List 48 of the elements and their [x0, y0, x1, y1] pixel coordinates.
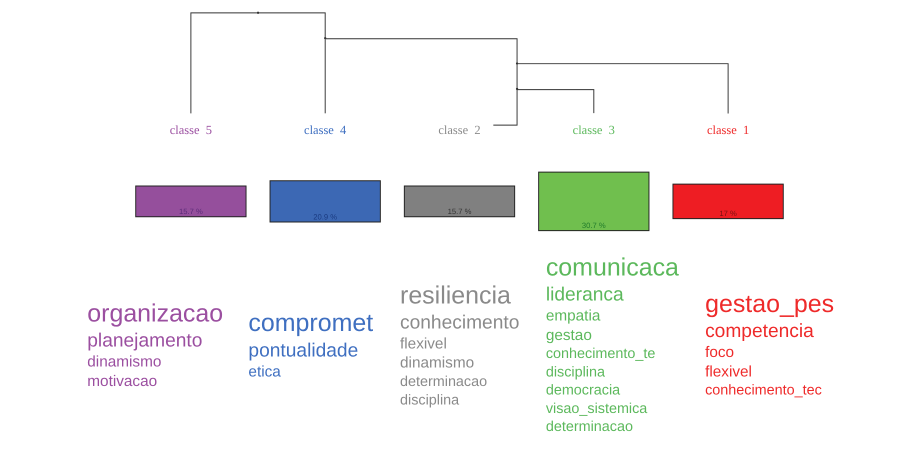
node-label: determinacao [546, 419, 633, 436]
node-label: organizacao [87, 300, 224, 328]
node-point [324, 37, 326, 40]
connector [516, 64, 518, 89]
node-text: classe 4 [304, 123, 346, 138]
node-label: democracia [546, 382, 620, 399]
node-text: classe 1 [706, 123, 750, 138]
node-point [516, 88, 518, 90]
connector [324, 38, 326, 114]
node-label: motivacao [87, 372, 158, 390]
node-label: competencia [705, 321, 814, 342]
node-label: lideranca [546, 284, 624, 306]
node-label: dinamismo [400, 354, 474, 372]
node-point [516, 62, 518, 65]
node-text: classe 2 [438, 123, 481, 138]
node-label: pontualidade [248, 340, 358, 362]
connector [516, 89, 594, 114]
node-label: comunicaca [546, 254, 679, 282]
node-box: 15.7 % [404, 186, 516, 218]
node-box: 17 % [672, 184, 784, 220]
node-box: 30.7 % [538, 172, 650, 232]
connector [190, 12, 258, 114]
node-label: compromet [248, 309, 374, 338]
node-label: gestao [546, 326, 592, 344]
node-label: visao_sistemica [546, 400, 648, 417]
connector [492, 89, 518, 126]
node-label: flexivel [705, 363, 752, 380]
node-point [256, 12, 260, 14]
node-label: dinamismo [87, 354, 162, 371]
node-label: resiliencia [400, 281, 511, 310]
node-box: 15.7 % [135, 186, 247, 218]
connector [325, 38, 518, 63]
node-label: conhecimento_tec [705, 382, 822, 399]
node-label: gestao_pes [705, 290, 834, 318]
node-label: planejamento [87, 330, 202, 352]
node-text: classe 3 [572, 123, 615, 138]
node-label: conhecimento [400, 312, 520, 334]
node-text: classe 5 [170, 123, 212, 138]
node-label: empatia [546, 308, 600, 325]
node-label: foco [705, 344, 734, 362]
connector [258, 12, 326, 38]
node-label: determinacao [400, 374, 488, 390]
node-label: etica [248, 363, 281, 380]
node-label: disciplina [546, 364, 605, 380]
node-label: flexivel [400, 335, 447, 352]
node-label: disciplina [400, 392, 460, 408]
connector [518, 63, 729, 114]
node-label: conhecimento_te [546, 346, 656, 362]
